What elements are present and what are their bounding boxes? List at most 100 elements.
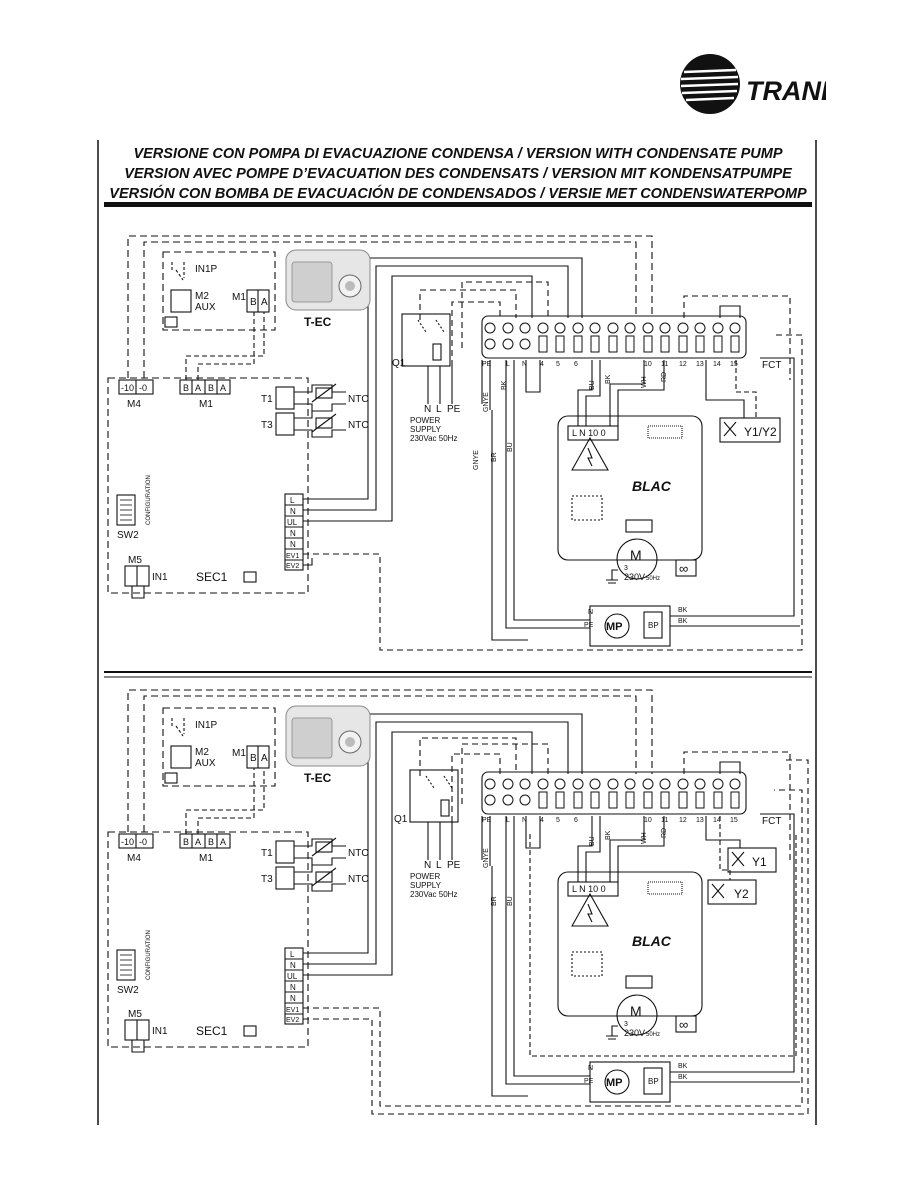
wire-rd-1: RD (661, 372, 668, 382)
q1-breaker (401, 313, 451, 367)
fct-t-4-2: 4 (540, 817, 544, 824)
m1-t3-1: B (208, 383, 214, 393)
motor-v-2: 230V (624, 1028, 645, 1038)
fct-t-11-1: 11 (661, 361, 668, 368)
mp-label-1: MP (606, 621, 623, 633)
aux-label-1: AUX (195, 302, 216, 313)
m1-t2-1: A (195, 383, 201, 393)
ps-n-1: N (424, 404, 431, 415)
t1-label-1: T1 (261, 394, 273, 405)
wire-gnye-1: GNYE (483, 392, 490, 412)
m1-t3-2: B (208, 837, 214, 847)
m4-label-1: M4 (127, 399, 141, 410)
fct-t-5-1: 5 (556, 361, 560, 368)
config-label-1: CONFIGURATION (146, 475, 152, 525)
ntc2-label-2: NTC (348, 874, 369, 885)
sec-t-n2-1: N (290, 529, 296, 538)
sec-t-ul-2: UL (287, 972, 298, 981)
fct-label-2: FCT (762, 816, 781, 827)
fct-t-15-1: 15 (730, 361, 738, 368)
wire-gnye2-1: GNYE (473, 450, 480, 470)
motor-3-1: 3 (624, 565, 628, 572)
blac-terminals-1: L N 10 0 (572, 428, 606, 438)
sec-t-n3-1: N (290, 540, 296, 549)
wire-bk2-1: BK (605, 374, 612, 384)
wire-br-2: BR (491, 896, 498, 906)
motor-3-2: 3 (624, 1021, 628, 1028)
ps-n-2: N (424, 860, 431, 871)
ps-label3-1: 230Vac 50Hz (410, 434, 457, 443)
title-line-2: VERSION AVEC POMPE D’EVACUATION DES COND… (124, 166, 792, 182)
wire-wh-1: WH (641, 376, 648, 388)
m4-label-2: M4 (127, 853, 141, 864)
fct-t-6-1: 6 (574, 361, 578, 368)
fct-t-n-1: N (522, 361, 527, 368)
valve-y1-label-2: Y1 (752, 855, 767, 869)
blac-terminals-2: L N 10 0 (572, 884, 606, 894)
motor-v-1: 230V (624, 572, 645, 582)
m1-t2-2: A (195, 837, 201, 847)
tec-label-1: T-EC (304, 315, 332, 329)
m1-aux-label-2: M1 (232, 748, 246, 759)
title-block: VERSIONE CON POMPA DI EVACUAZIONE CONDEN… (108, 144, 808, 204)
config-label-2: CONFIGURATION (146, 930, 152, 980)
m4-t2-1: -0 (139, 383, 147, 393)
wire-bk2-2: BK (605, 830, 612, 840)
m1-label-1: M1 (199, 399, 213, 410)
ps-label3-2: 230Vac 50Hz (410, 890, 457, 899)
wire-bk-1: BK (501, 380, 508, 390)
ps-label2-1: SUPPLY (410, 425, 442, 434)
aux-box (162, 251, 276, 331)
sec1-box (107, 377, 309, 594)
m2-label-1: M2 (195, 291, 209, 302)
sec-t-n-1: N (290, 507, 296, 516)
infinity-1: ∞ (679, 561, 688, 576)
fct-t-13-2: 13 (696, 817, 704, 824)
fct-t-10-2: 10 (644, 817, 652, 824)
sec-t-ev2-2: EV2 (286, 1017, 299, 1024)
m2-label-2: M2 (195, 747, 209, 758)
t3-label-2: T3 (261, 874, 273, 885)
fct-t-14-2: 14 (713, 817, 721, 824)
fct-t-15-2: 15 (730, 817, 738, 824)
ntc1-label-1: NTC (348, 394, 369, 405)
m1-t1-2: B (183, 837, 189, 847)
sec-t-n2-2: N (290, 983, 296, 992)
fct-t-4-1: 4 (540, 361, 544, 368)
tec-label-2: T-EC (304, 771, 332, 785)
sec-terminal-block (284, 493, 304, 571)
sec-t-l-1: L (290, 496, 295, 505)
m1-t1-1: B (183, 383, 189, 393)
fct-t-n-2: N (522, 817, 527, 824)
m4-t2-2: -0 (139, 837, 147, 847)
valve-box (719, 417, 781, 443)
wire-br-1: BR (491, 452, 498, 462)
ps-label-1: POWER (410, 416, 440, 425)
sec1-label-1: SEC1 (196, 570, 228, 584)
motor-hz-2: 50Hz (646, 1032, 660, 1038)
in1p-label-2: IN1P (195, 720, 218, 731)
wire-wh-2: WH (641, 832, 648, 844)
blac-board (557, 415, 703, 561)
ps-l-2: L (436, 860, 442, 871)
tec-controller-1 (285, 249, 371, 311)
bp-label-1: BP (648, 621, 659, 630)
ps-l-1: L (436, 404, 442, 415)
m5-label-1: M5 (128, 555, 142, 566)
m1-t4-2: A (220, 837, 226, 847)
m1-b-1: B (250, 297, 257, 308)
wire-bu-2: BU (589, 836, 596, 846)
fct-t-14-1: 14 (713, 361, 721, 368)
sec-t-ev1-2: EV1 (286, 1007, 299, 1014)
bp-bk2-2: BK (678, 1074, 688, 1081)
ntc2-label-1: NTC (348, 420, 369, 431)
bp-label-2: BP (648, 1077, 659, 1086)
sec-t-ev2-1: EV2 (286, 563, 299, 570)
t3-label-1: T3 (261, 420, 273, 431)
motor-hz-1: 50Hz (646, 576, 660, 582)
m1-label-2: M1 (199, 853, 213, 864)
sw2-label-1: SW2 (117, 530, 139, 541)
fct-t-11-2: 11 (661, 817, 668, 824)
m1-a-1: A (261, 297, 268, 308)
mp-pe-2: PE (584, 1078, 594, 1085)
